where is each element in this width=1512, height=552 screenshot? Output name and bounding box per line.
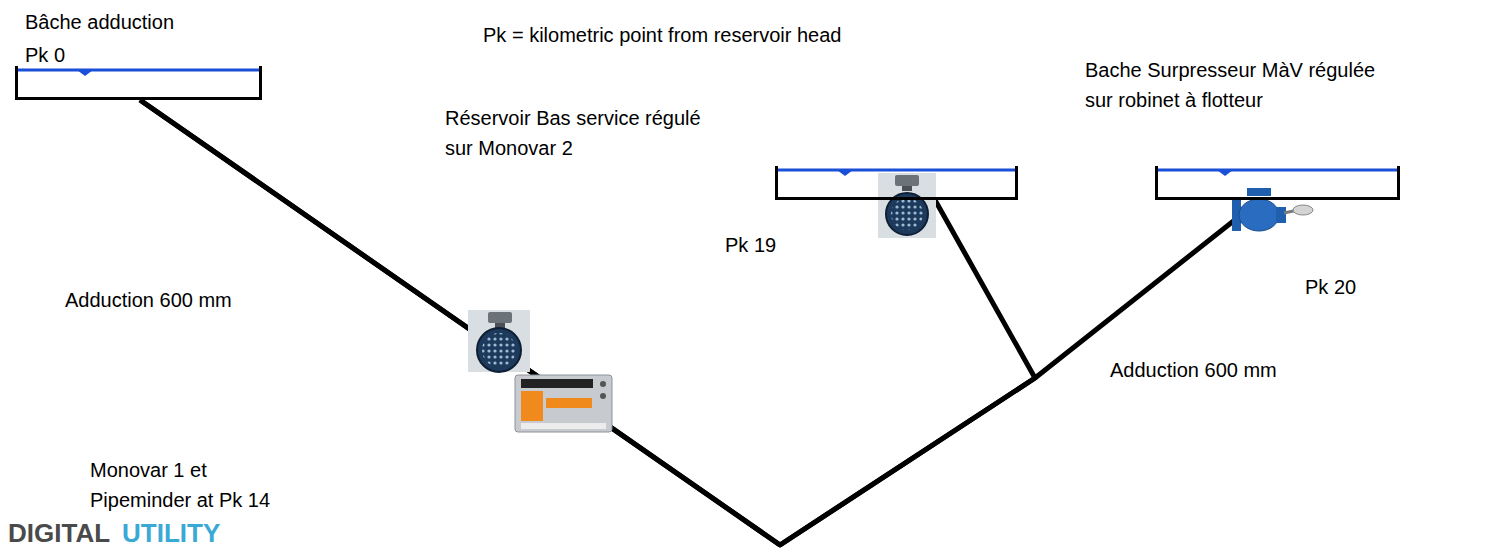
tank-outline <box>775 166 1018 200</box>
logo-word: UTILITY <box>122 518 220 548</box>
device-body <box>515 375 612 432</box>
monovar-valve <box>468 310 530 372</box>
pipeline <box>140 100 1260 545</box>
valve-disk <box>477 328 521 372</box>
tank-name: Bache Surpresseur MàV régulée sur robine… <box>1085 55 1385 115</box>
water-level <box>15 69 262 72</box>
tank-name: Réservoir Bas service régulé sur Monovar… <box>445 103 720 163</box>
device-band <box>521 391 543 421</box>
kilometric-point: Pk 0 <box>25 40 65 70</box>
valve-body <box>1239 199 1279 231</box>
valve-photo-ground <box>878 173 936 238</box>
float-disk <box>1293 205 1313 215</box>
water-level <box>775 169 1018 172</box>
water-level-mark <box>77 70 93 76</box>
water-level-mark <box>837 170 853 176</box>
valve-outlet <box>1276 207 1286 223</box>
device-logo-plate <box>546 398 592 408</box>
tank-wall <box>17 66 261 99</box>
pipeline <box>140 100 1035 545</box>
float-valve <box>1232 188 1313 231</box>
valve-photo-ground <box>468 310 530 372</box>
legend-note: Pk = kilometric point from reservoir hea… <box>483 20 841 50</box>
valve-perforations <box>891 198 923 230</box>
kilometric-point: Pk 19 <box>725 230 776 260</box>
device-connector <box>600 381 606 387</box>
tank-wall <box>1157 166 1399 199</box>
tank-name: Bâche adduction <box>25 7 174 37</box>
valve-actuator <box>488 312 512 323</box>
pipe-label: Adduction 600 mm <box>65 285 232 315</box>
tank-outline <box>15 66 262 100</box>
tank: Réservoir Bas service régulé sur Monovar… <box>775 166 1018 200</box>
water-level <box>1155 169 1400 172</box>
tank-wall <box>777 166 1017 199</box>
water-level-mark <box>1217 170 1233 176</box>
station-label: Monovar 1 et Pipeminder at Pk 14 <box>90 455 290 515</box>
tank: Bache Surpresseur MàV régulée sur robine… <box>1155 166 1400 200</box>
device-strip <box>521 423 606 429</box>
tank: Bâche adductionPk 0 <box>15 66 262 100</box>
valve-actuator <box>895 175 919 186</box>
pipeminder-device <box>515 375 612 432</box>
device-connector <box>600 393 606 399</box>
valve-cover <box>1247 188 1271 196</box>
device-display <box>521 379 593 388</box>
tank-outline <box>1155 166 1400 200</box>
valve-stem <box>902 186 912 191</box>
logo-word: DIGITAL <box>8 518 110 548</box>
kilometric-point: Pk 20 <box>1305 272 1356 302</box>
pipe-label: Adduction 600 mm <box>1110 355 1277 385</box>
monovar-valve <box>878 173 936 238</box>
valve-perforations <box>482 333 516 367</box>
